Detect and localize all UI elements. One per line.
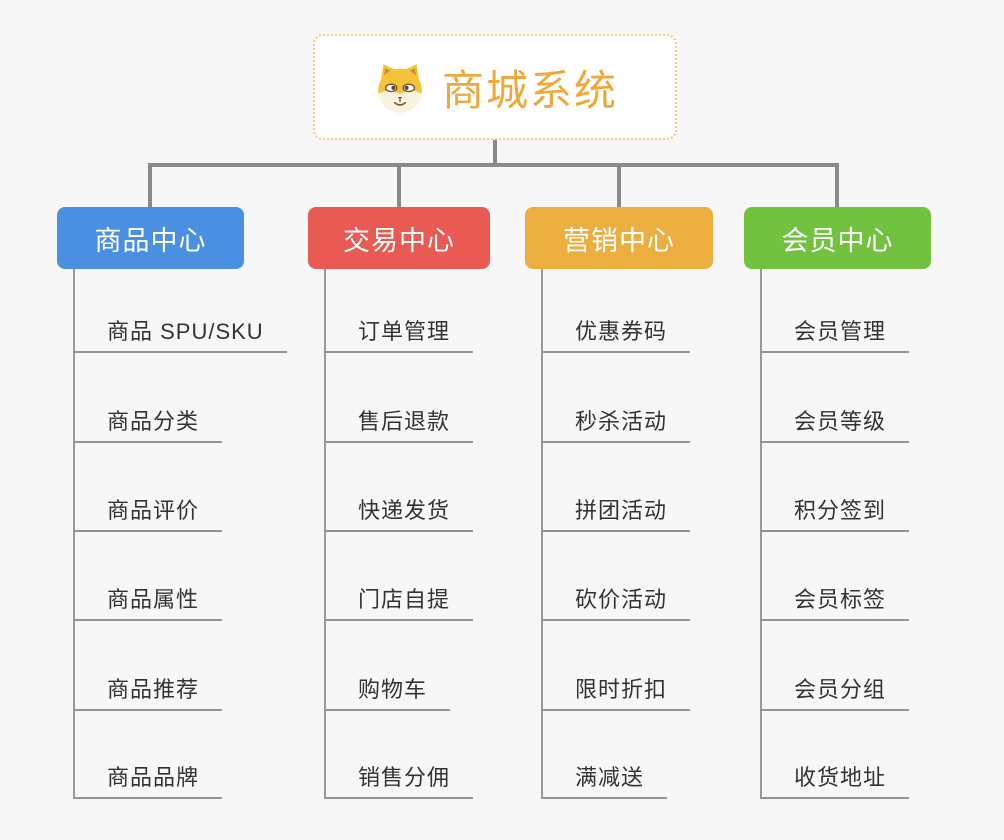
subtopic-node[interactable]: 会员分组 <box>760 675 910 711</box>
subtopic-node[interactable]: 砍价活动 <box>541 585 691 621</box>
subtopic-node[interactable]: 购物车 <box>324 675 451 711</box>
branch-column-members: 会员中心 会员管理 会员等级 积分签到 会员标签 会员分组 收货地址 <box>744 207 931 799</box>
dog-face-icon <box>372 59 428 115</box>
connector-horizontal-bar <box>148 163 839 167</box>
subtopic-node[interactable]: 商品 SPU/SKU <box>73 317 287 353</box>
branch-column-trade: 交易中心 订单管理 售后退款 快递发货 门店自提 购物车 销售分佣 <box>308 207 490 799</box>
connector-drop-products <box>148 163 152 207</box>
subtopic-node[interactable]: 拼团活动 <box>541 496 691 532</box>
connector-root-stem <box>493 140 497 167</box>
subtopic-node[interactable]: 订单管理 <box>324 317 474 353</box>
subtopic-node[interactable]: 秒杀活动 <box>541 407 691 443</box>
branch-topic-marketing[interactable]: 营销中心 <box>525 207 713 269</box>
subtopic-node[interactable]: 商品属性 <box>73 585 223 621</box>
subtopic-node[interactable]: 满减送 <box>541 763 668 799</box>
subtopic-node[interactable]: 优惠券码 <box>541 317 691 353</box>
branch-topic-trade[interactable]: 交易中心 <box>308 207 490 269</box>
subtopic-node[interactable]: 商品品牌 <box>73 763 223 799</box>
branch-spine <box>324 269 326 799</box>
subtopic-node[interactable]: 收货地址 <box>760 763 910 799</box>
root-topic-node[interactable]: 商城系统 <box>313 34 677 140</box>
subtopic-node[interactable]: 商品分类 <box>73 407 223 443</box>
root-topic-label: 商城系统 <box>441 66 618 114</box>
subtopic-node[interactable]: 商品评价 <box>73 496 223 532</box>
branch-column-products: 商品中心 商品 SPU/SKU 商品分类 商品评价 商品属性 商品推荐 商品品牌 <box>57 207 287 799</box>
branch-spine <box>541 269 543 799</box>
connector-drop-members <box>835 163 839 207</box>
branch-column-marketing: 营销中心 优惠券码 秒杀活动 拼团活动 砍价活动 限时折扣 满减送 <box>525 207 713 799</box>
connector-drop-marketing <box>617 163 621 207</box>
subtopic-node[interactable]: 限时折扣 <box>541 675 691 711</box>
branch-spine <box>73 269 75 799</box>
subtopic-node[interactable]: 门店自提 <box>324 585 474 621</box>
branch-spine <box>760 269 762 799</box>
branch-topic-members[interactable]: 会员中心 <box>744 207 931 269</box>
subtopic-node[interactable]: 积分签到 <box>760 496 910 532</box>
subtopic-node[interactable]: 快递发货 <box>324 496 474 532</box>
subtopic-node[interactable]: 会员管理 <box>760 317 910 353</box>
branch-topic-products[interactable]: 商品中心 <box>57 207 244 269</box>
subtopic-node[interactable]: 销售分佣 <box>324 763 474 799</box>
subtopic-node[interactable]: 会员等级 <box>760 407 910 443</box>
subtopic-node[interactable]: 售后退款 <box>324 407 474 443</box>
subtopic-node[interactable]: 商品推荐 <box>73 675 223 711</box>
subtopic-node[interactable]: 会员标签 <box>760 585 910 621</box>
connector-drop-trade <box>397 163 401 207</box>
